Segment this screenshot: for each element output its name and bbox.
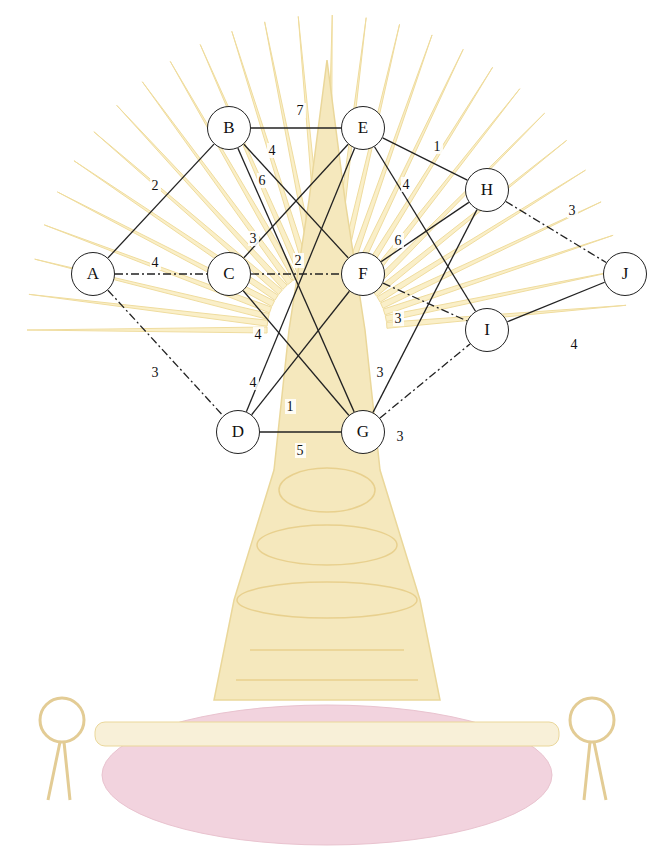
node-letter: E xyxy=(358,118,368,138)
edge-weight: 4 xyxy=(569,337,580,352)
edge-weight: 6 xyxy=(257,173,268,188)
route-line xyxy=(251,273,341,274)
node-letter: G xyxy=(357,422,369,442)
ray xyxy=(368,113,544,291)
edge-weight: 4 xyxy=(253,327,264,342)
route-line xyxy=(381,202,469,261)
route-line xyxy=(373,210,477,413)
edge-weight: 3 xyxy=(248,231,259,246)
node-letter: D xyxy=(232,422,244,442)
edge-weight: 7 xyxy=(295,103,306,118)
node-letter: A xyxy=(87,264,99,284)
stage-node-circle: J xyxy=(603,252,647,296)
route-line xyxy=(246,148,354,411)
edge-weight: 1 xyxy=(432,139,443,154)
route-line xyxy=(383,138,468,180)
route-line xyxy=(506,201,606,262)
stage-node-circle: A xyxy=(71,252,115,296)
ray xyxy=(381,202,602,308)
stage-node-circle: D xyxy=(216,410,260,454)
route-line xyxy=(380,344,470,418)
side-scrolls xyxy=(40,698,614,800)
stage-node-circle: B xyxy=(207,106,251,150)
edge-weight: 3 xyxy=(395,429,406,444)
stage-node-circle: C xyxy=(207,252,251,296)
node-letter: B xyxy=(223,118,234,138)
stage-node-circle: I xyxy=(465,308,509,352)
stage-node-circle: F xyxy=(341,252,385,296)
stage-node-circle: E xyxy=(341,106,385,150)
base-band xyxy=(95,722,559,746)
node-letter: J xyxy=(622,264,629,284)
ray xyxy=(232,31,311,274)
node-letter: I xyxy=(484,320,490,340)
edge-weight: 5 xyxy=(295,443,306,458)
route-line xyxy=(243,291,349,415)
node-letter: H xyxy=(481,180,493,200)
edge-weight: 3 xyxy=(375,365,386,380)
node-letter: F xyxy=(358,264,367,284)
ray xyxy=(383,235,613,315)
edge-weight: 1 xyxy=(285,399,296,414)
edge-weight: 4 xyxy=(150,255,161,270)
ray xyxy=(27,327,267,333)
route-line xyxy=(108,144,214,258)
edge-weight: 2 xyxy=(293,253,304,268)
node-letter: C xyxy=(223,264,234,284)
route-line xyxy=(260,431,341,432)
route-line xyxy=(238,148,354,412)
edge-weight: 4 xyxy=(401,177,412,192)
ray xyxy=(117,105,287,289)
edge-weight: 4 xyxy=(267,143,278,158)
stage-node-circle: G xyxy=(341,410,385,454)
route-line xyxy=(108,290,223,416)
route-line xyxy=(251,127,341,128)
edge-weight: 2 xyxy=(150,178,161,193)
stage-node-circle: H xyxy=(465,168,509,212)
ray xyxy=(373,140,567,296)
edge-weight: 4 xyxy=(248,375,259,390)
edge-weight: 3 xyxy=(393,311,404,326)
spire xyxy=(214,60,440,700)
edge-weight: 3 xyxy=(150,365,161,380)
route-line xyxy=(115,273,207,274)
ray xyxy=(377,170,585,302)
spire-ornament xyxy=(236,468,418,680)
route-line xyxy=(252,291,350,414)
route-line xyxy=(507,282,604,321)
edge-weight: 3 xyxy=(567,203,578,218)
edge-weight: 6 xyxy=(393,233,404,248)
ray xyxy=(57,192,274,307)
ray xyxy=(200,45,304,277)
